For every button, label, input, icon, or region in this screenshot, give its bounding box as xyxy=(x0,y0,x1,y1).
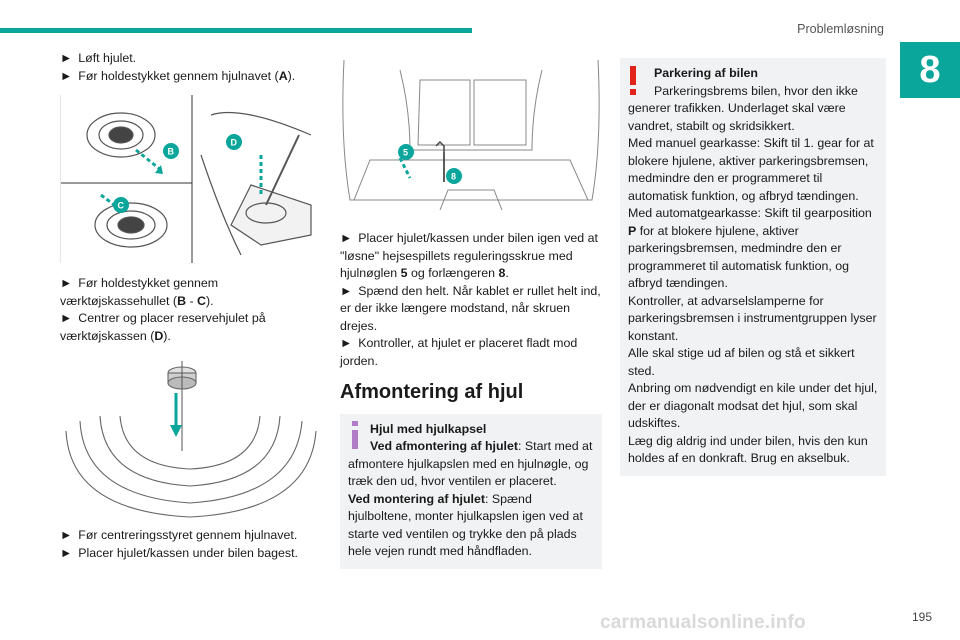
watermark: carmanualsonline.info xyxy=(600,612,806,633)
list-item: ►Placer hjulet/kassen under bilen igen v… xyxy=(340,231,598,280)
warning-text-6: Anbring om nødvendigt en kile under det … xyxy=(628,381,878,430)
warning-text-4: Kontroller, at advarselslamperne for par… xyxy=(628,293,877,343)
wheel-holder-illustration: B C D xyxy=(61,95,312,263)
list-item: ►Centrer og placer reservehjulet på værk… xyxy=(60,311,266,343)
chapter-number: 8 xyxy=(900,42,960,98)
label-d: D xyxy=(231,138,238,148)
figure-trunk-winch: 5 8 xyxy=(340,50,602,211)
section-heading: Afmontering af hjul xyxy=(340,381,524,403)
arrow-bullet-icon: ► xyxy=(60,528,73,542)
note-title: Hjul med hjulkapsel xyxy=(370,421,487,436)
figure-wheel-holder: B C D xyxy=(60,95,323,263)
warning-text-7: Læg dig aldrig ind under bilen, hvis den… xyxy=(628,433,868,466)
arrow-bullet-icon: ► xyxy=(60,311,73,325)
warning-text-1: Parkeringsbrems bilen, hvor den ikke gen… xyxy=(628,83,858,133)
arrow-bullet-icon: ► xyxy=(60,68,73,83)
column-2: 5 8 ►Placer hjulet/kassen under bilen ig… xyxy=(340,50,602,569)
list-item: ►Spænd den helt. Når kablet er rullet he… xyxy=(340,283,601,333)
warning-text-3: Med automatgearkasse: Skift til gearposi… xyxy=(628,206,872,290)
note-text-1: Ved afmontering af hjulet: Start med at … xyxy=(348,439,593,488)
arrow-bullet-icon: ► xyxy=(60,51,73,65)
arrow-bullet-icon: ► xyxy=(340,336,353,350)
list-item: ►Før holdestykket gennem værktøjskassehu… xyxy=(60,276,219,308)
info-note: Hjul med hjulkapsel Ved afmontering af h… xyxy=(340,413,602,569)
arrow-bullet-icon: ► xyxy=(60,545,73,560)
list-item: ►Før holdestykket gennem hjulnavet (A). xyxy=(60,68,296,83)
list-item: ►Placer hjulet/kassen under bilen bagest… xyxy=(60,545,298,560)
warning-text-2: Med manuel gearkasse: Skift til 1. gear … xyxy=(628,136,874,203)
info-icon xyxy=(352,420,358,449)
page-number: 195 xyxy=(911,610,932,624)
arrow-bullet-icon: ► xyxy=(340,231,353,245)
arrow-bullet-icon: ► xyxy=(340,283,353,298)
label-8: 8 xyxy=(451,172,456,182)
warning-note: Parkering af bilen Parkeringsbrems bilen… xyxy=(620,58,886,476)
list-item: ►Kontroller, at hjulet er placeret fladt… xyxy=(340,336,578,368)
list-item: ►Før centreringsstyret gennem hjulnavet. xyxy=(60,528,298,542)
section-title: Problemløsning xyxy=(797,22,884,36)
warning-text-5: Alle skal stige ud af bilen og stå et si… xyxy=(628,346,855,378)
note-text-2: Ved montering af hjulet: Spænd hjulbolte… xyxy=(348,491,583,559)
list-item: ►Løft hjulet. xyxy=(60,51,137,65)
warning-icon xyxy=(630,66,636,95)
top-accent-bar xyxy=(0,28,472,33)
centering-guide-illustration xyxy=(65,361,317,518)
label-b: B xyxy=(168,147,175,157)
column-3: Parkering af bilen Parkeringsbrems bilen… xyxy=(620,58,886,476)
trunk-winch-illustration: 5 8 xyxy=(342,59,600,211)
arrow-bullet-icon: ► xyxy=(60,276,73,290)
figure-centering-guide xyxy=(60,361,322,521)
label-5: 5 xyxy=(403,148,408,158)
warning-title: Parkering af bilen xyxy=(654,66,758,80)
column-1: ►Løft hjulet. ►Før holdestykket gennem h… xyxy=(60,50,323,562)
label-c: C xyxy=(118,201,125,211)
